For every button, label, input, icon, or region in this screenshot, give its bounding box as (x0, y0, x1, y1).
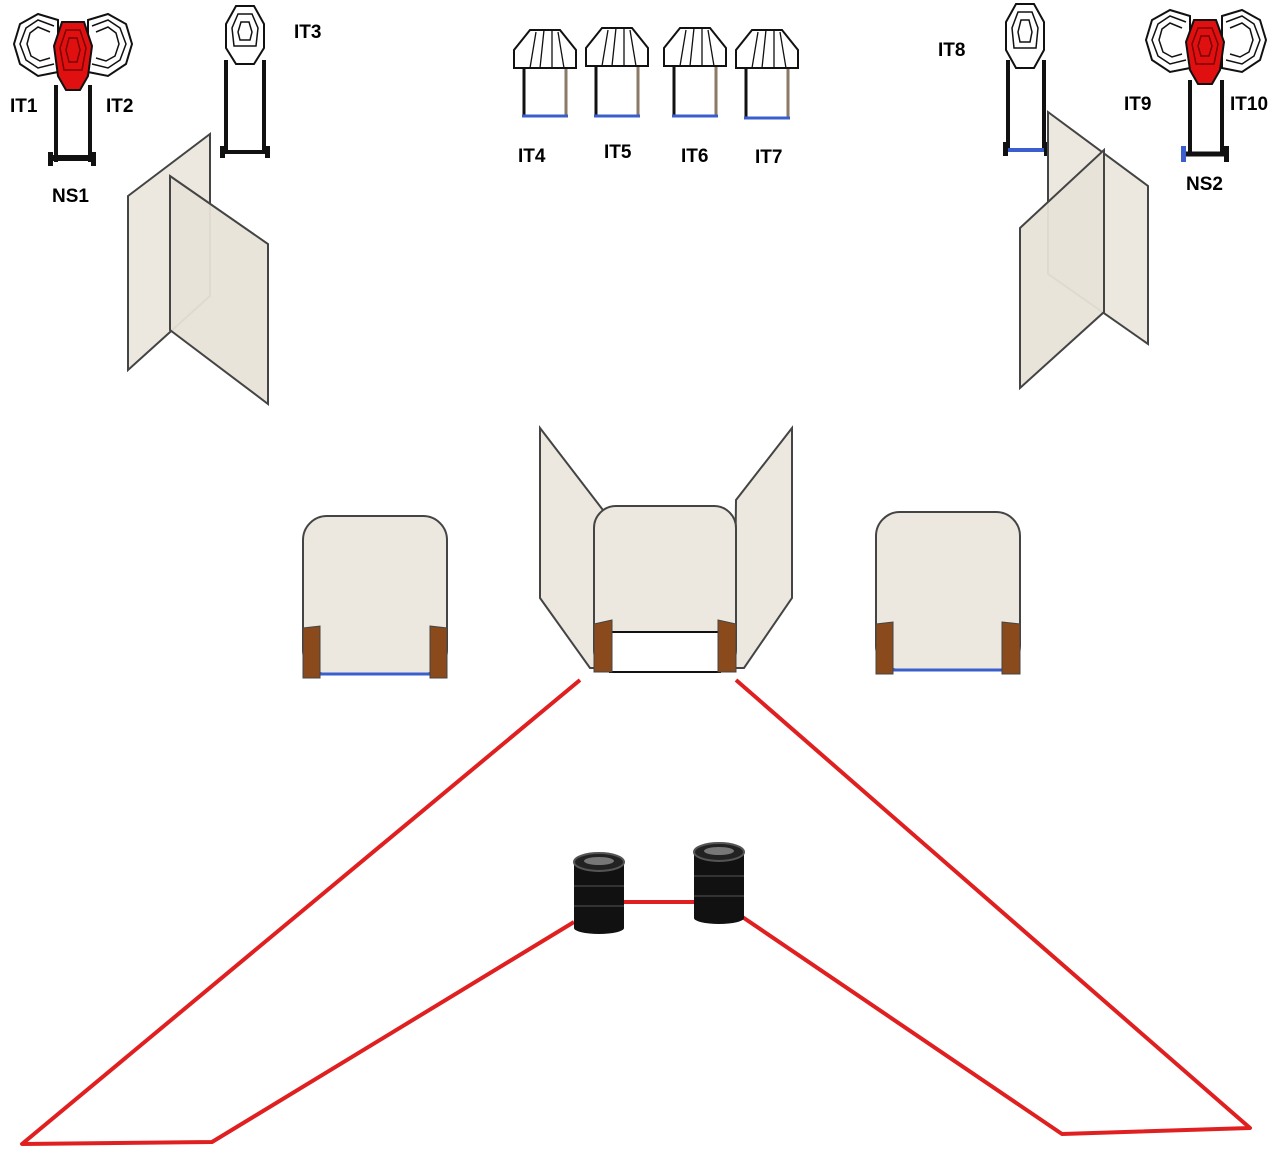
label-it6: IT6 (681, 146, 708, 167)
barrel-left (573, 852, 625, 934)
target-it6 (663, 27, 727, 118)
target-it7 (735, 29, 799, 120)
barrel-right (693, 842, 745, 924)
no-shoot-ns2 (1184, 19, 1226, 85)
fault-line-left (20, 678, 582, 1146)
target-it5 (585, 27, 649, 118)
fault-line-right (734, 678, 1252, 1136)
wall-top-left (127, 131, 269, 407)
target-it8 (1003, 3, 1049, 156)
target-group-it9-it10-ns2 (1144, 8, 1268, 162)
label-it7: IT7 (755, 147, 782, 168)
barricade-center (539, 425, 793, 673)
barricade-right (875, 511, 1021, 675)
label-it9: IT9 (1124, 94, 1151, 115)
label-ns2: NS2 (1186, 174, 1223, 195)
label-it5: IT5 (604, 142, 632, 163)
label-it1: IT1 (10, 96, 38, 117)
target-it9 (1144, 8, 1191, 74)
target-it3 (220, 5, 270, 158)
no-shoot-ns1 (52, 21, 94, 91)
label-it10: IT10 (1230, 94, 1268, 115)
barricade-left (302, 515, 448, 679)
label-ns1: NS1 (52, 186, 89, 207)
target-it10 (1221, 8, 1268, 74)
label-it3: IT3 (294, 22, 321, 43)
target-stand-ns1 (48, 85, 96, 166)
target-stand-ns2 (1181, 80, 1229, 162)
target-group-it1-it2-ns1 (12, 12, 134, 166)
fault-lines (20, 678, 1252, 1146)
label-it4: IT4 (518, 146, 546, 167)
target-it4 (513, 29, 577, 118)
label-it8: IT8 (938, 40, 965, 61)
target-it1 (12, 12, 59, 78)
label-it2: IT2 (106, 96, 133, 117)
wall-top-right (1019, 110, 1149, 391)
target-it2 (87, 12, 134, 78)
